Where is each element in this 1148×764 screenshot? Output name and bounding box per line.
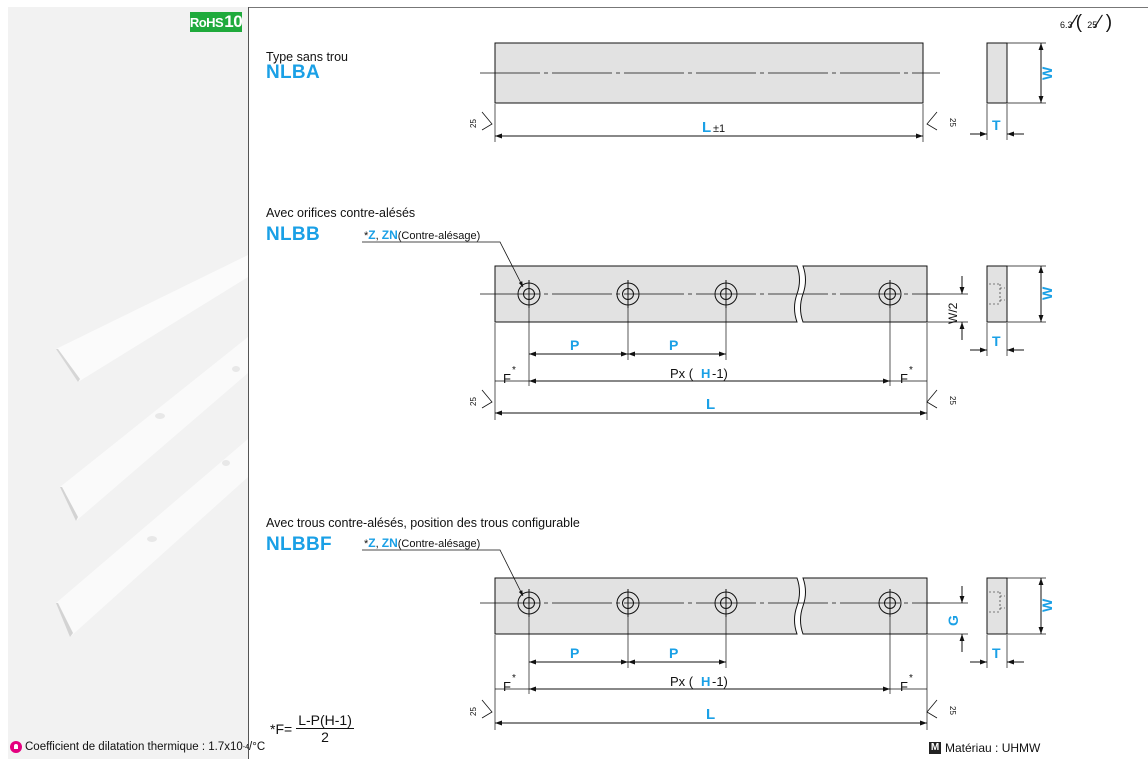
nlba-T-label: T [992,117,1001,133]
nlbbf-F-left-star: * [512,673,516,684]
nlbb-px-prefix: Px ( [670,366,694,381]
nlbbf-pitch-label-1: P [570,645,579,661]
material-text: Matériau : UHMW [945,741,1041,755]
thermal-note-unit: /°C [249,741,266,753]
nlbbf-H-label: H [701,674,710,689]
nlba-roughness-right: 25 [948,118,957,127]
nlbbf-L-label: L [706,706,715,723]
product-photo-sidebar [8,7,249,759]
thermal-note-text: Coefficient de dilatation thermique : 1.… [25,741,243,753]
nlbbf-T-label: T [992,645,1001,661]
nlbbf-counterbore-callout: *Z, ZN(Contre-alésage) [364,536,480,550]
nlba-roughness-left: 25 [469,119,478,128]
nlbbf-model: NLBBF [266,534,332,555]
nlbbf-bar-right [800,577,928,635]
nlbbf-F-left: F [503,679,511,694]
nlbb-W-label: W [1039,286,1055,300]
formula-denominator: 2 [321,729,329,745]
nlba-bar-side [986,42,1008,104]
frame-top-border [8,7,1148,8]
nlbb-px-suffix: -1) [712,366,728,381]
nlbb-H-label: H [701,366,710,381]
callout-separator: , [375,230,382,242]
callout-text: (Contre-alésage) [397,538,481,550]
nlbbf-W-label: W [1039,598,1055,612]
nlba-L-tolerance: ±1 [713,123,725,135]
nlbbf-bar-left [494,577,800,635]
nlbbf-roughness-left: 25 [469,707,478,716]
callout-z: Z [368,536,376,550]
strip-photo-1 [56,255,248,382]
nlba-W-label: W [1039,66,1055,80]
callout-text: (Contre-alésage) [397,230,481,242]
rohs-label: RoHS [189,14,224,30]
nlbb-pitch-label-1: P [570,337,579,353]
nlbb-bar-side [986,265,1008,323]
nlbb-T-label: T [992,333,1001,349]
formula-numerator: L-P(H-1) [296,712,354,729]
material-badge: M [929,742,941,754]
nlba-L-label: L [702,119,711,136]
nlbb-L-label: L [706,396,715,413]
formula-fraction: L-P(H-1) 2 [296,712,354,745]
nlbb-F-left: F [503,371,511,386]
nlbb-F-right-star: * [909,365,913,376]
nlba-model: NLBA [266,62,320,83]
nlbb-subtitle: Avec orifices contre-alésés [266,206,416,220]
thermal-expansion-note: Coefficient de dilatation thermique : 1.… [10,741,265,753]
lightbulb-icon [10,741,22,753]
callout-star: * [364,230,369,242]
thermal-note-exponent: -4 [242,743,250,751]
product-photo [56,255,248,637]
nlbbf-subtitle: Avec trous contre-alésés, position des t… [266,516,580,530]
nlbbf-px-prefix: Px ( [670,674,694,689]
finish-value-b: 25 [1087,20,1098,30]
nlbbf-holes [517,589,902,617]
formula-lhs: *F= [270,720,293,737]
nlba-subtitle: Type sans trou [266,50,348,64]
surface-finish-symbol: 6.3∕( 25∕ ) [1060,12,1113,33]
strip-photo-3 [56,439,248,637]
callout-separator: , [375,538,382,550]
nlbb-model: NLBB [266,224,320,245]
callout-z: Z [368,228,376,242]
nlbbf-G-label: G [945,615,961,626]
nlbb-W2-label: W/2 [946,302,960,324]
finish-value-a: 6.3 [1060,20,1073,30]
nlbb-holes [517,280,902,308]
strip-photo-2 [60,337,248,521]
nlbbf-pitch-label-2: P [669,645,678,661]
nlbb-pitch-label-2: P [669,337,678,353]
nlbbf-px-suffix: -1) [712,674,728,689]
callout-zn: ZN [381,228,398,242]
f-formula: *F= L-P(H-1) 2 [270,712,354,745]
nlbb-roughness-left: 25 [469,397,478,406]
nlbb-F-left-star: * [512,365,516,376]
nlbbf-F-right-star: * [909,673,913,684]
nlbb-roughness-right: 25 [948,396,957,405]
material-note: M Matériau : UHMW [929,741,1040,755]
nlbb-F-right: F [900,371,908,386]
nlbb-counterbore-callout: *Z, ZN(Contre-alésage) [364,228,480,242]
rohs-number: 10 [224,12,243,31]
callout-zn: ZN [381,536,398,550]
nlbbf-roughness-right: 25 [948,706,957,715]
callout-star: * [364,538,369,550]
nlbbf-bar-side [986,577,1008,635]
nlbbf-F-right: F [900,679,908,694]
